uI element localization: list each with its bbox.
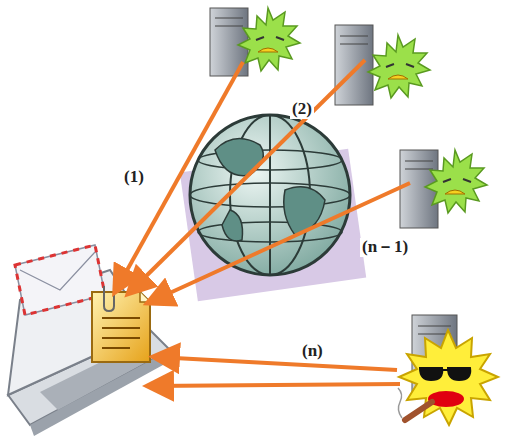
infection-arrow <box>116 60 410 386</box>
globe <box>180 115 366 301</box>
infected-server <box>400 150 487 228</box>
callout-number: (n) <box>300 342 325 361</box>
callout-number: (n－1) <box>360 238 410 257</box>
callout-number: (1) <box>122 168 146 187</box>
document-icon <box>92 286 150 362</box>
infected-server <box>335 25 430 105</box>
attacker-server <box>398 315 498 425</box>
callout-number: (2) <box>290 100 314 119</box>
infected-server <box>210 8 300 76</box>
